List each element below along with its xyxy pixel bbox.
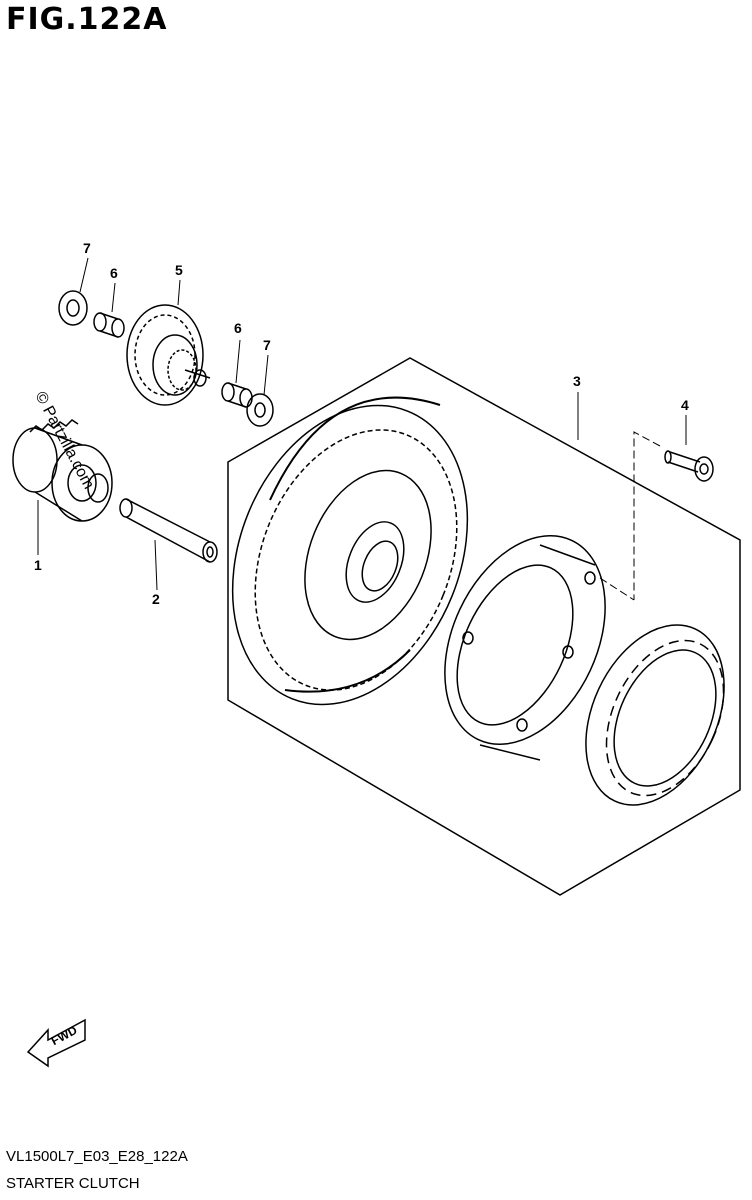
watermark-text: © Partzilla.com xyxy=(31,389,97,492)
leader-lines xyxy=(37,257,687,601)
clutch-housing-ring[interactable] xyxy=(413,510,636,770)
callout-7-left: 7 xyxy=(83,240,91,256)
washer-part-7-right[interactable] xyxy=(246,393,274,427)
callout-6-right: 6 xyxy=(234,320,242,336)
callout-4: 4 xyxy=(681,397,689,413)
starter-clutch-gear-part-3[interactable] xyxy=(190,370,510,740)
idler-gear-part-5[interactable] xyxy=(126,304,211,406)
bolt-part-4[interactable] xyxy=(664,450,714,482)
callout-3: 3 xyxy=(573,373,581,389)
starter-gear-part-1[interactable] xyxy=(12,419,113,522)
callout-5: 5 xyxy=(175,262,183,278)
figure-title: FIG.122A xyxy=(6,2,168,37)
figure-code: VL1500L7_E03_E28_122A xyxy=(6,1148,188,1165)
bushing-part-6-left[interactable] xyxy=(93,312,125,338)
callout-7-right: 7 xyxy=(263,337,271,353)
one-way-clutch-sprag[interactable] xyxy=(559,603,752,828)
washer-part-7-left[interactable] xyxy=(58,290,88,326)
callout-2: 2 xyxy=(152,591,160,607)
callout-6-left: 6 xyxy=(110,265,118,281)
callout-1: 1 xyxy=(34,557,42,573)
shaft-part-2[interactable] xyxy=(119,498,218,563)
assembly-outline xyxy=(227,357,741,896)
figure-caption: STARTER CLUTCH xyxy=(6,1175,140,1192)
fwd-arrow-icon xyxy=(26,1018,86,1068)
